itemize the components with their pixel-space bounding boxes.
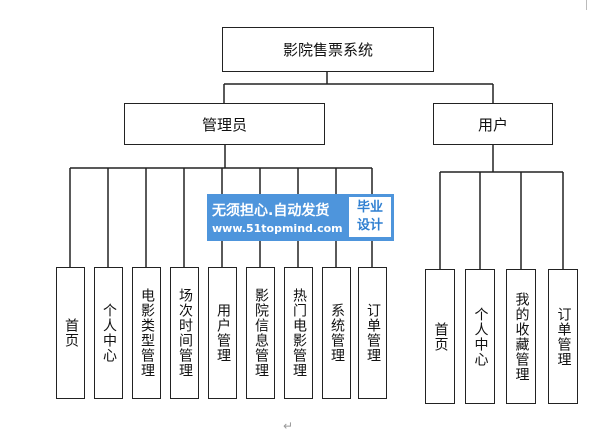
leaf-node: 个人中心 bbox=[465, 269, 495, 404]
root-label: 影院售票系统 bbox=[282, 41, 373, 59]
leaf-label: 订单管理 bbox=[365, 303, 381, 363]
root-node: 影院售票系统 bbox=[222, 27, 434, 72]
leaf-label: 首页 bbox=[63, 318, 79, 348]
leaf-node: 热门电影管理 bbox=[284, 267, 313, 399]
leaf-label: 热门电影管理 bbox=[291, 288, 307, 378]
watermark-badge-line1: 毕业 bbox=[356, 200, 383, 215]
leaf-label: 我的收藏管理 bbox=[513, 291, 530, 382]
leaf-node: 场次时间管理 bbox=[170, 267, 199, 399]
leaf-label: 个人中心 bbox=[101, 303, 117, 363]
leaf-label: 用户管理 bbox=[215, 303, 231, 363]
leaf-node: 个人中心 bbox=[94, 267, 123, 399]
leaf-node: 首页 bbox=[56, 267, 85, 399]
branch-node-admin: 管理员 bbox=[124, 103, 325, 145]
leaf-node: 影院信息管理 bbox=[246, 267, 275, 399]
branch-label-admin: 管理员 bbox=[201, 115, 247, 134]
leaf-label: 场次时间管理 bbox=[177, 288, 193, 378]
watermark-banner: 无须担心.自动发货 www.51topmind.com 毕业 设计 bbox=[207, 194, 394, 241]
leaf-node: 我的收藏管理 bbox=[506, 269, 536, 404]
leaf-label: 个人中心 bbox=[472, 306, 489, 367]
branch-node-user: 用户 bbox=[433, 103, 553, 145]
leaf-node: 订单管理 bbox=[358, 267, 387, 399]
leaf-label: 首页 bbox=[432, 321, 449, 352]
branch-label-user: 用户 bbox=[477, 115, 508, 134]
leaf-label: 电影类型管理 bbox=[139, 288, 155, 378]
watermark-badge: 毕业 设计 bbox=[349, 197, 391, 237]
leaf-node: 用户管理 bbox=[208, 267, 237, 399]
leaf-label: 影院信息管理 bbox=[253, 288, 269, 378]
watermark-url: www.51topmind.com bbox=[212, 222, 343, 235]
watermark-badge-line2: 设计 bbox=[356, 218, 383, 233]
leaf-node: 电影类型管理 bbox=[132, 267, 161, 399]
margin-marker bbox=[586, 0, 587, 10]
leaf-label: 系统管理 bbox=[329, 303, 345, 363]
paragraph-mark: ↵ bbox=[283, 419, 294, 433]
leaf-label: 订单管理 bbox=[555, 306, 572, 367]
leaf-node: 系统管理 bbox=[322, 267, 351, 399]
leaf-node: 首页 bbox=[425, 269, 455, 404]
watermark-text: 无须担心.自动发货 bbox=[212, 203, 330, 219]
leaf-node: 订单管理 bbox=[548, 269, 578, 404]
